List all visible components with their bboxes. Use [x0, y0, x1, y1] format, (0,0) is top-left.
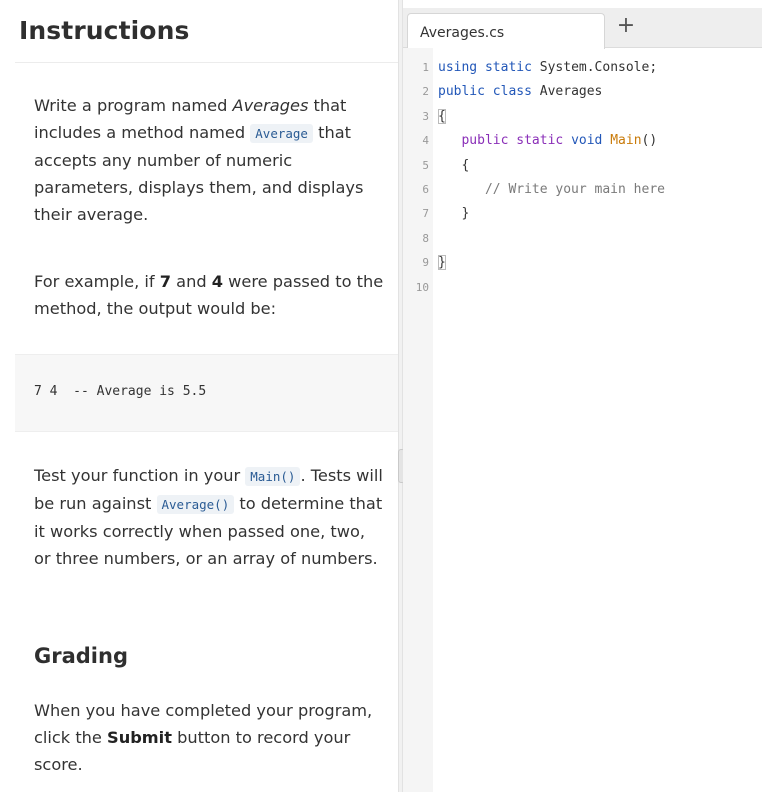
instructions-title: Instructions	[19, 16, 190, 45]
code-line-text: public class Averages	[438, 80, 602, 104]
program-name-emphasis: Averages	[232, 96, 309, 115]
code-token: static	[516, 133, 564, 149]
code-token: {	[438, 157, 470, 173]
average-method-code: Average()	[156, 495, 235, 514]
example-output-block: 7 4 -- Average is 5.5	[15, 354, 398, 432]
code-line-text: }	[438, 251, 446, 275]
code-line[interactable]: 9}	[403, 251, 762, 275]
line-number: 5	[422, 158, 429, 172]
code-line-text: {	[438, 105, 446, 129]
code-token	[563, 133, 571, 148]
code-line[interactable]: 7 }	[403, 202, 762, 226]
instructions-paragraph-3: Test your function in your Main(). Tests…	[34, 462, 384, 572]
line-number: 3	[422, 109, 429, 123]
code-line[interactable]: 5 {	[403, 154, 762, 178]
code-line[interactable]: 1 using static System.Console;	[403, 56, 762, 80]
code-token	[438, 133, 461, 148]
code-token: static	[484, 60, 532, 75]
editor-tab-bar: Averages.cs +	[403, 8, 762, 49]
line-number-gutter	[403, 48, 433, 792]
text: For example, if	[34, 272, 160, 291]
code-token: }	[438, 255, 446, 271]
text: Write a program named	[34, 96, 233, 115]
line-number: 9	[422, 256, 429, 270]
code-line-text: using static System.Console;	[438, 56, 657, 80]
instructions-paragraph-2: For example, if 7 and 4 were passed to t…	[34, 268, 384, 322]
code-line[interactable]: 2 public class Averages	[403, 80, 762, 104]
code-token: class	[492, 84, 532, 100]
line-number: 1	[422, 61, 429, 74]
code-editor-pane: Averages.cs + 1 using static System.Conso…	[403, 0, 762, 792]
code-token: {	[438, 108, 446, 124]
line-number: 4	[422, 134, 429, 148]
line-number: 8	[422, 231, 429, 245]
line-number: 2	[422, 85, 429, 99]
code-token: Main	[610, 133, 642, 149]
code-token: System.Console;	[531, 60, 658, 75]
code-token: public	[438, 84, 485, 100]
code-token: // Write your main here	[438, 181, 665, 197]
bold-value: 4	[211, 272, 224, 291]
text: to determine that it works correctly whe…	[34, 494, 383, 568]
code-line[interactable]: 10	[403, 276, 762, 300]
code-token: void	[571, 133, 603, 149]
code-line[interactable]: 3{	[403, 105, 762, 129]
method-name-code: Average	[250, 124, 313, 143]
code-token: using	[438, 60, 478, 75]
code-line[interactable]: 4 public static void Main()	[403, 129, 762, 153]
code-token: Averages	[531, 84, 603, 100]
file-tab-averages[interactable]: Averages.cs	[407, 13, 605, 49]
code-token: ()	[641, 133, 658, 149]
line-number: 7	[422, 207, 429, 221]
text: that accepts any number of numeric param…	[34, 123, 364, 224]
pane-splitter[interactable]	[398, 0, 403, 792]
text: were passed to the method, the output wo…	[34, 272, 384, 318]
submit-emphasis: Submit	[107, 728, 172, 747]
instructions-header	[15, 0, 398, 63]
bold-value: 7	[159, 272, 172, 291]
code-token	[477, 60, 485, 75]
main-method-code: Main()	[245, 467, 301, 486]
code-token: }	[438, 206, 470, 222]
text: Test your function in your	[34, 466, 246, 485]
code-line[interactable]: 8	[403, 227, 762, 251]
text: . Tests will be run against	[34, 466, 383, 513]
grading-heading: Grading	[34, 644, 128, 668]
code-line-text: public static void Main()	[438, 129, 657, 153]
instructions-paragraph-1: Write a program named Averages that incl…	[34, 92, 384, 228]
code-line-text: }	[438, 202, 469, 226]
text: and	[171, 272, 212, 291]
line-number: 6	[422, 182, 429, 196]
grading-paragraph: When you have completed your program, cl…	[34, 697, 384, 778]
instructions-pane: Instructions Write a program named Avera…	[15, 0, 398, 778]
file-tab-label: Averages.cs	[420, 25, 505, 41]
code-line-text: // Write your main here	[438, 178, 665, 202]
text: When you have completed your program, cl…	[34, 701, 373, 747]
text: that includes a method named	[34, 96, 347, 142]
example-output-text: 7 4 -- Average is 5.5	[34, 384, 207, 399]
code-token: public	[461, 133, 509, 149]
text: button to record your score.	[34, 728, 351, 774]
code-token	[485, 84, 493, 99]
add-tab-button[interactable]: +	[616, 13, 636, 38]
code-editor-text-area[interactable]: 1 using static System.Console; 2 public cla…	[403, 56, 762, 300]
code-line-text: {	[438, 154, 469, 178]
line-number: 10	[415, 280, 429, 294]
code-line[interactable]: 6 // Write your main here	[403, 178, 762, 202]
